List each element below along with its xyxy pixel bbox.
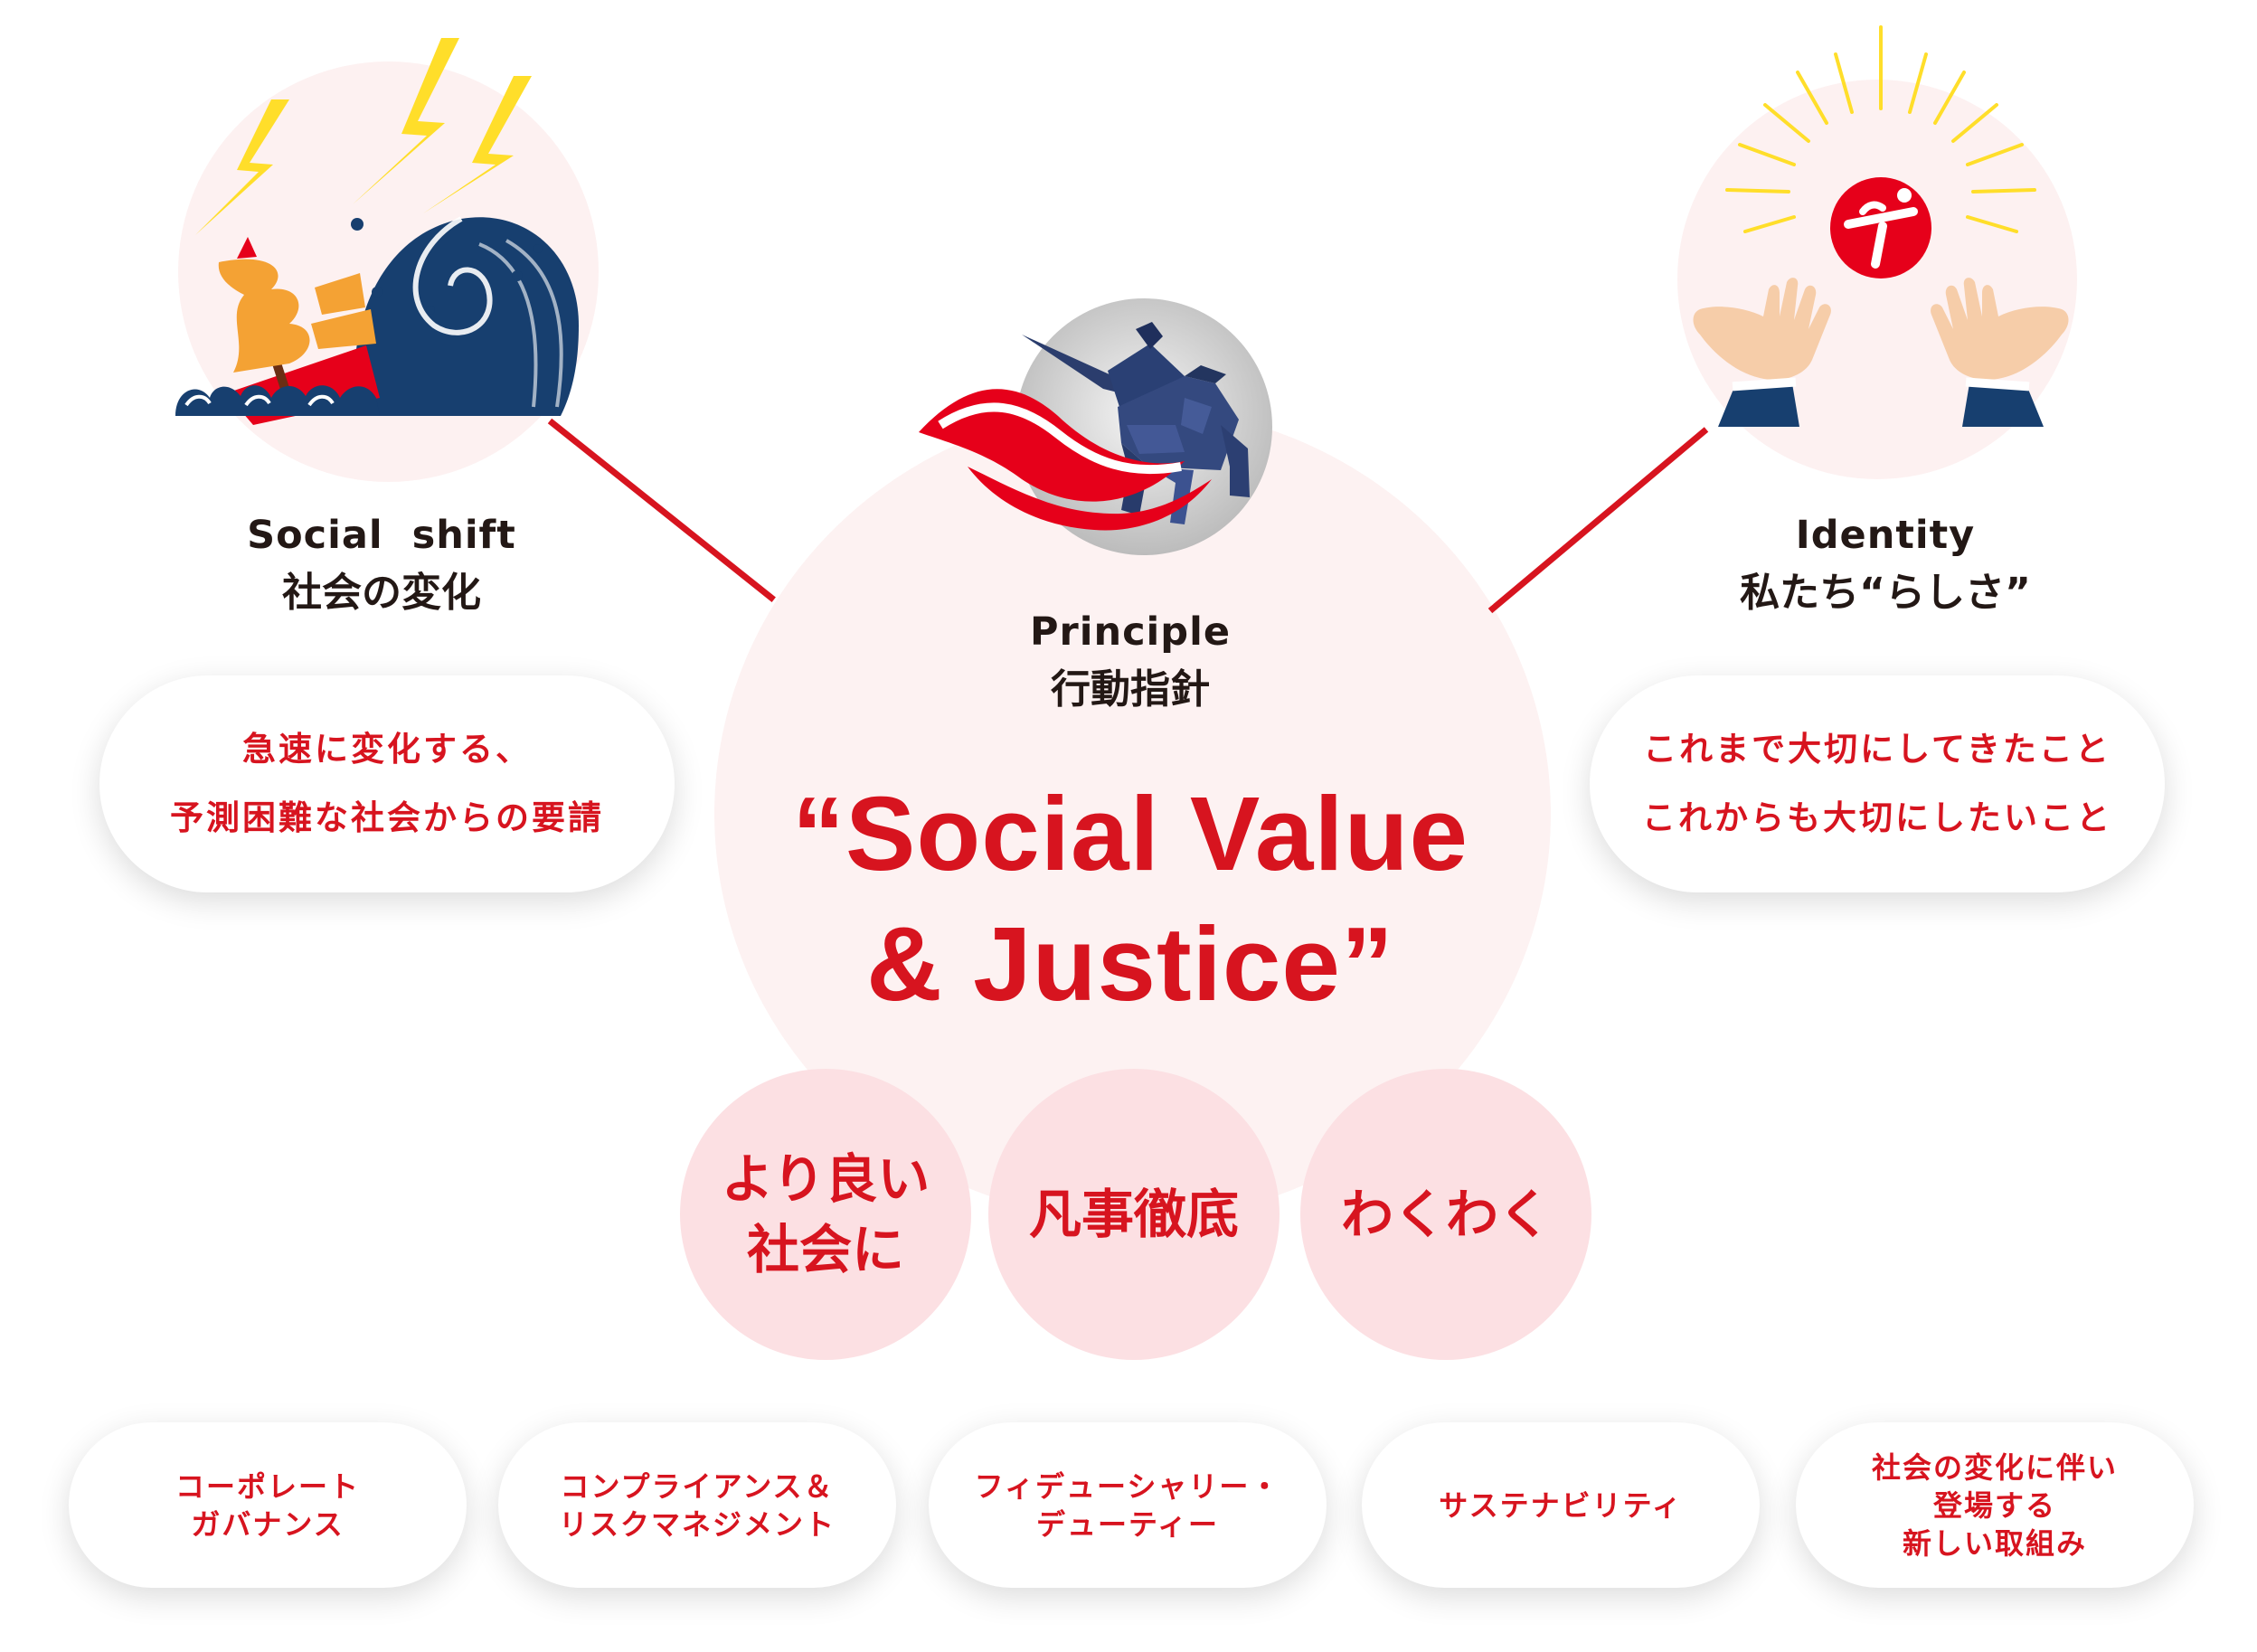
social-shift-label-en: Social shift: [201, 511, 562, 562]
initiative-sustainability: サステナビリティ: [1362, 1422, 1760, 1588]
initiative-line: 新しい取組み: [1903, 1525, 2087, 1562]
storm-wave-ship-icon: [163, 27, 597, 425]
samurai-horse-banner-icon: [913, 289, 1275, 570]
social-shift-card: 急速に変化する、 予測困難な社会からの要請: [99, 675, 675, 892]
initiative-line: 社会の変化に伴い: [1872, 1449, 2118, 1487]
identity-card: これまで大切にしてきたこと これからも大切にしたいこと: [1590, 675, 2165, 892]
social-shift-heading: Social shift 社会の変化: [201, 511, 562, 625]
initiative-line: コーポレート: [175, 1468, 360, 1506]
identity-line-2: これからも大切にしたいこと: [1642, 784, 2112, 853]
social-shift-line-2: 予測困難な社会からの要請: [170, 784, 604, 853]
value-thoroughness: 凡事徹底: [988, 1069, 1280, 1360]
initiative-new-efforts: 社会の変化に伴い 登場する 新しい取組み: [1796, 1422, 2194, 1588]
value-line: 凡事徹底: [1029, 1179, 1239, 1250]
initiative-line: コンプライアンス＆: [560, 1468, 834, 1506]
hands-radiant-logo-icon: [1682, 18, 2080, 443]
social-shift-line-1: 急速に変化する、: [242, 715, 532, 784]
value-line: わくわく: [1341, 1179, 1551, 1250]
principle-label-en: Principle: [940, 608, 1320, 658]
initiative-line: リスクマネジメント: [559, 1506, 836, 1543]
initiative-line: サステナビリティ: [1439, 1487, 1682, 1525]
connector-identity: [1488, 427, 1709, 613]
principle-heading: Principle 行動指針: [940, 608, 1320, 722]
identity-heading: Identity 私たち“らしさ”: [1695, 511, 2075, 625]
value-line: より良い: [722, 1144, 930, 1214]
identity-label-en: Identity: [1695, 511, 2075, 562]
principle-label-ja: 行動指針: [940, 658, 1320, 722]
initiative-corporate-governance: コーポレート ガバナンス: [69, 1422, 467, 1588]
identity-line-1: これまで大切にしてきたこと: [1643, 715, 2111, 784]
value-better-society: より良い 社会に: [680, 1069, 971, 1360]
principle-slogan: “Social Value & Justice”: [714, 769, 1546, 1029]
slogan-line-2: & Justice”: [714, 899, 1546, 1029]
slogan-line-1: “Social Value: [714, 769, 1546, 899]
initiative-line: ガバナンス: [191, 1506, 344, 1543]
initiative-fiduciary-duty: フィデューシャリー・ デューティー: [929, 1422, 1327, 1588]
value-excitement: わくわく: [1300, 1069, 1591, 1360]
value-line: 社会に: [747, 1214, 904, 1285]
connector-social-shift: [548, 419, 776, 602]
initiative-compliance-risk: コンプライアンス＆ リスクマネジメント: [498, 1422, 896, 1588]
initiative-line: デューティー: [1036, 1506, 1219, 1543]
initiative-line: 登場する: [1933, 1487, 2056, 1525]
initiative-line: フィデューシャリー・: [975, 1468, 1281, 1506]
social-shift-label-ja: 社会の変化: [201, 562, 562, 625]
identity-label-ja: 私たち“らしさ”: [1695, 562, 2075, 625]
